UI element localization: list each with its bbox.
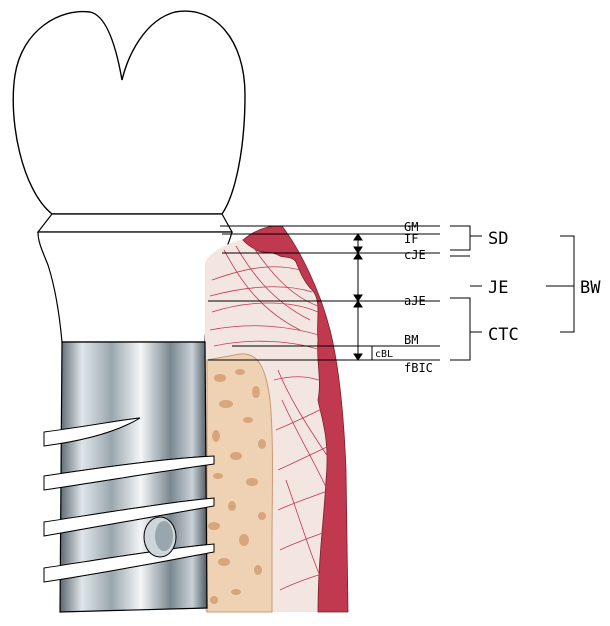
label-cbl: cBL [375, 349, 393, 360]
label-cje: cJE [404, 248, 426, 262]
label-bm: BM [404, 333, 418, 347]
zone-bw: BW [580, 278, 601, 298]
abutment [38, 232, 232, 342]
zone-je: JE [488, 278, 508, 298]
crown-margin [38, 214, 232, 232]
alveolar-bone [207, 354, 273, 612]
crown [13, 11, 245, 214]
label-aje: aJE [404, 294, 426, 308]
implant-fixture [44, 342, 214, 612]
label-fbic: fBIC [404, 361, 433, 375]
zone-sd: SD [488, 229, 508, 249]
zone-ctc: CTC [488, 325, 519, 345]
label-if: IF [404, 232, 418, 246]
